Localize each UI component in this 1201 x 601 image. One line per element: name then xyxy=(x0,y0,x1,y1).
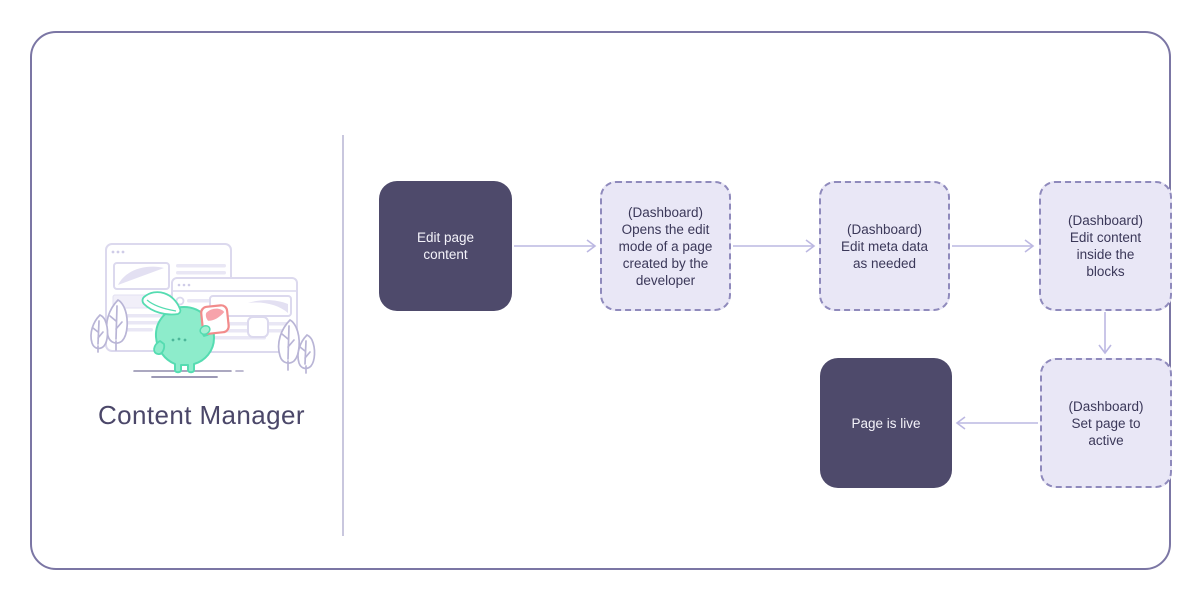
arrow-left-icon xyxy=(953,415,1039,431)
vertical-divider xyxy=(342,135,344,536)
content-manager-card: Content Manager Edit page content (Dashb… xyxy=(30,31,1172,570)
flow-node-label: Page is live xyxy=(851,415,921,431)
arrow-down-icon xyxy=(1097,312,1113,357)
right-plants xyxy=(277,318,316,374)
arrow-right-icon xyxy=(732,238,818,254)
mascot-arm-left xyxy=(153,340,166,355)
mascot-hand xyxy=(199,325,211,335)
flow-node-edit-content-blocks: (Dashboard) Edit content inside the bloc… xyxy=(1039,181,1172,311)
mascot-leaf-hair xyxy=(141,291,182,316)
arrow-right-icon xyxy=(951,238,1037,254)
arrow-right-icon xyxy=(513,238,599,254)
mascot xyxy=(141,291,230,374)
content-manager-illustration xyxy=(90,243,316,378)
flow-node-set-page-active: (Dashboard) Set page to active xyxy=(1040,358,1172,488)
flow-node-edit-page-content: Edit page content xyxy=(379,181,512,311)
flow-node-label: Edit page content xyxy=(416,230,475,262)
flow-node-label: (Dashboard) Edit content inside the bloc… xyxy=(1067,213,1144,279)
flow-node-label: (Dashboard) Set page to active xyxy=(1068,398,1144,448)
flow-node-label: (Dashboard) Opens the edit mode of a pag… xyxy=(618,204,713,288)
flow-node-open-edit-mode: (Dashboard) Opens the edit mode of a pag… xyxy=(600,181,731,311)
flow-node-label: (Dashboard) Edit meta data as needed xyxy=(840,221,929,271)
page-title: Content Manager xyxy=(98,400,305,430)
flow-node-edit-meta-data: (Dashboard) Edit meta data as needed xyxy=(819,181,950,311)
left-plants xyxy=(90,298,128,353)
flow-node-page-is-live: Page is live xyxy=(820,358,952,488)
